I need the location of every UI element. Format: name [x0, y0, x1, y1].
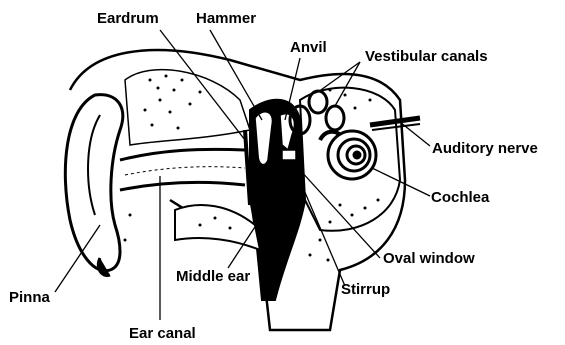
label-anvil: Anvil: [290, 39, 327, 57]
ear-canal-upper: [120, 149, 245, 160]
lower-bone: [175, 205, 260, 250]
stirrup-bone: [282, 150, 296, 160]
label-vestibular-canals: Vestibular canals: [365, 48, 488, 66]
label-cochlea: Cochlea: [431, 189, 489, 207]
ear-canal-midline: [125, 167, 245, 175]
inner-ear-region: [300, 88, 400, 231]
label-pinna: Pinna: [9, 289, 50, 307]
pinna-shape: [65, 95, 122, 271]
label-eardrum: Eardrum: [97, 10, 159, 28]
label-stirrup: Stirrup: [341, 281, 390, 299]
label-ear-canal: Ear canal: [129, 325, 196, 343]
temporal-bone-top: [125, 70, 250, 145]
label-oval-window: Oval window: [383, 250, 475, 268]
ear-canal-lower: [120, 182, 245, 190]
label-hammer: Hammer: [196, 10, 256, 28]
label-auditory-nerve: Auditory nerve: [432, 140, 538, 158]
label-middle-ear: Middle ear: [176, 268, 250, 286]
